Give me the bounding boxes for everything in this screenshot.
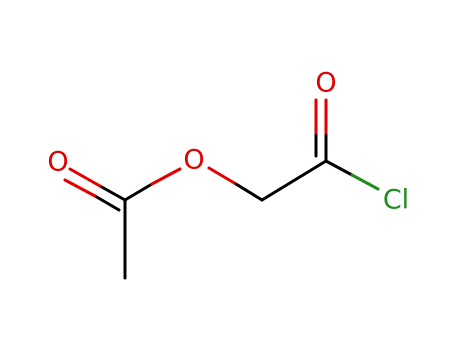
bond-carbonyl-left-2-c <box>93 194 121 212</box>
bond-carbonyl-ester-o-c <box>123 182 154 202</box>
bond-carbonyl-left-2-o <box>63 178 97 198</box>
atom-oxygen-carbonyl-right: O <box>315 68 336 99</box>
bond-acyl-cl-c <box>324 159 354 177</box>
bond-ester-o-ch2-o <box>207 166 238 186</box>
bond-carbonyl-left-1-c <box>98 184 127 202</box>
atom-chlorine: Cl <box>383 185 409 216</box>
atom-oxygen-ester: O <box>183 145 204 176</box>
bond-ch2-acyl <box>260 159 328 202</box>
bond-carbonyl-left-1-o <box>68 167 102 188</box>
bond-ester-o-ch2-c <box>234 182 264 202</box>
bond-carbonyl-ester-o-o <box>150 167 182 186</box>
bond-acyl-cl-cl <box>350 173 380 191</box>
atom-oxygen-carbonyl-left: O <box>47 147 68 178</box>
